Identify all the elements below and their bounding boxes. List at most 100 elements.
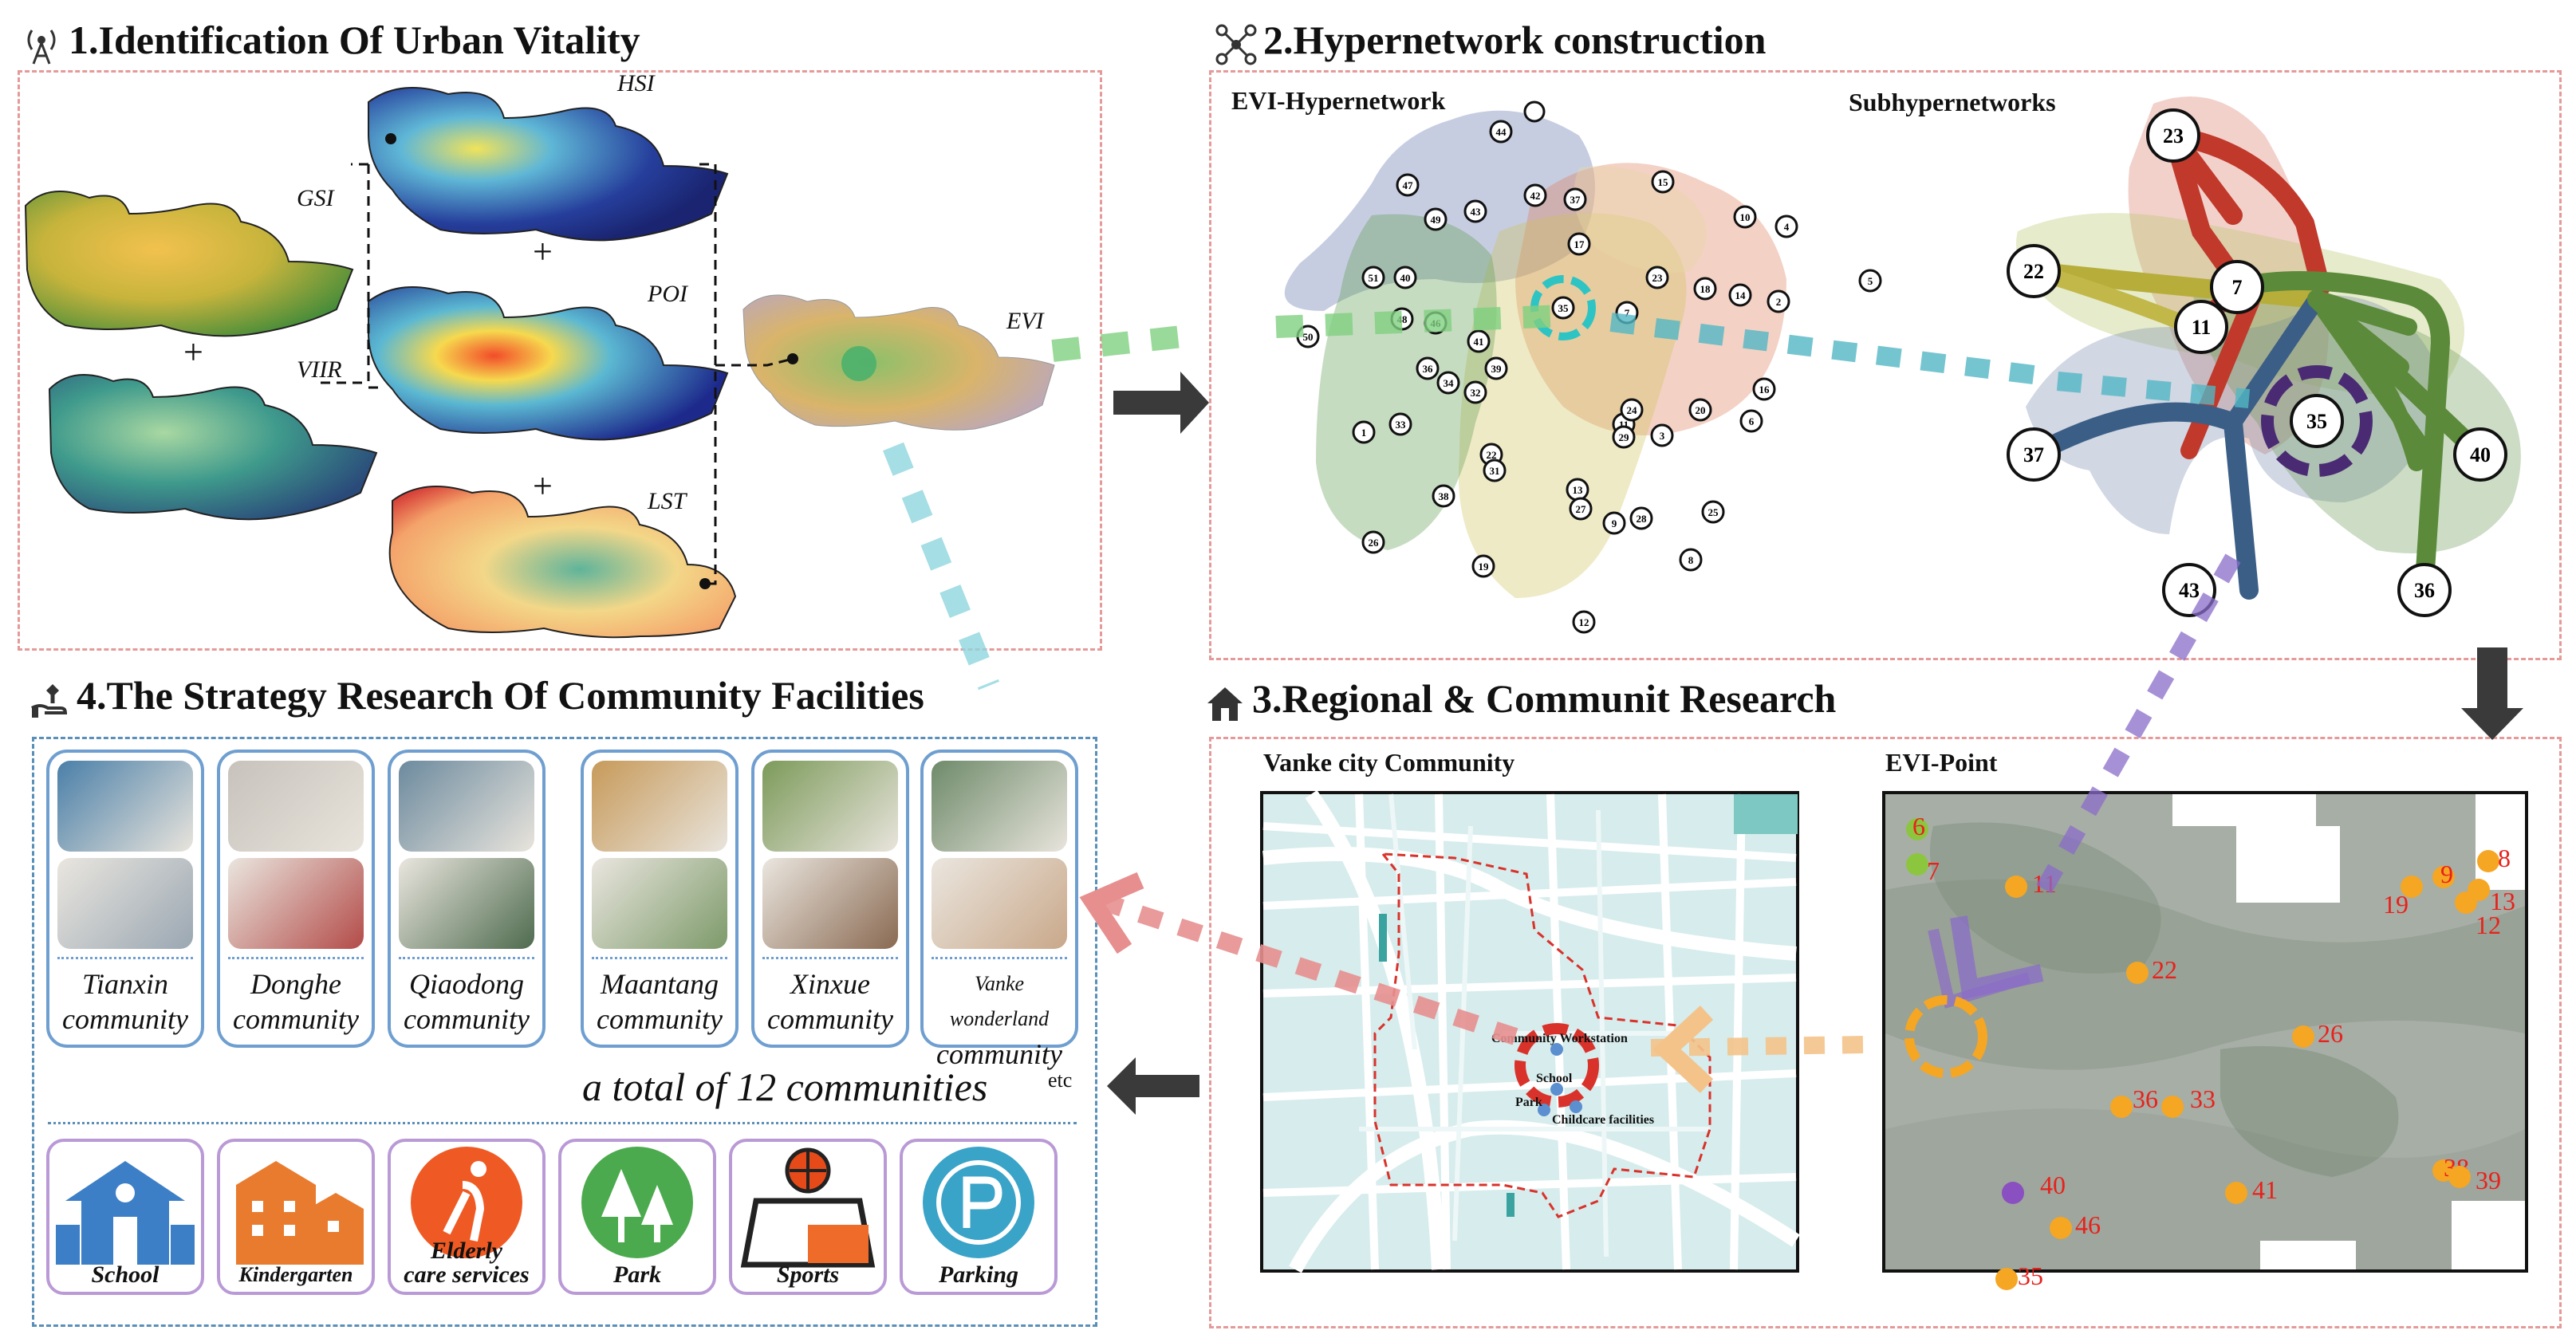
arrow-right-icon [1113, 372, 1209, 434]
vanke-community-map: Community Workstation School Park Childc… [1260, 789, 1800, 1273]
evi-point-label: 46 [2075, 1210, 2101, 1239]
evi-node-label: 22 [1487, 449, 1497, 461]
evi-point-label: 19 [2383, 890, 2409, 919]
evi-point-label: 12 [2476, 911, 2501, 939]
evi-node-label: 39 [1491, 363, 1503, 375]
parking-icon [903, 1145, 1054, 1269]
poi-label: POI [648, 281, 687, 307]
sub-node-11: 11 [2174, 300, 2228, 354]
sub-node-label: 35 [2306, 410, 2327, 433]
community-photo [592, 858, 727, 949]
evi-point-46 [2050, 1217, 2072, 1239]
facility-label: Parking [938, 1261, 1019, 1288]
evi-node-8: 8 [1679, 548, 1703, 572]
satellite-texture [1885, 794, 2525, 1269]
facility-label: School [91, 1261, 160, 1288]
evi-node-label: 26 [1369, 537, 1380, 549]
evi-node-label: 25 [1708, 506, 1719, 518]
evi-node-label: 8 [1688, 554, 1694, 566]
school-marker-label: School [1536, 1072, 1573, 1085]
evi-node-14: 14 [1728, 283, 1752, 307]
sub-node-23: 23 [2146, 108, 2200, 163]
community-name-line-1: Xinxue [790, 968, 870, 1000]
evi-point-12 [2455, 891, 2477, 914]
sub-node-label: 40 [2470, 443, 2491, 466]
evi-node-25: 25 [1701, 500, 1725, 524]
evi-node-10: 10 [1733, 205, 1757, 229]
facility-park[interactable]: Park [558, 1139, 716, 1295]
section-4-title: 4.The Strategy Research Of Community Fac… [29, 673, 924, 721]
evi-node-label: 2 [1776, 296, 1782, 308]
evi-point-label: 39 [2476, 1166, 2501, 1194]
facility-school[interactable]: School [46, 1139, 204, 1295]
community-name-line-2: community [767, 1003, 893, 1035]
evi-node-41: 41 [1467, 329, 1491, 353]
evi-node-40: 40 [1393, 266, 1417, 289]
evi-node-label: 35 [1558, 302, 1570, 314]
evi-node-label: 13 [1573, 484, 1584, 496]
evi-node-37: 37 [1563, 187, 1587, 211]
evi-point-label: 9 [2440, 860, 2453, 888]
sub-node-label: 23 [2163, 124, 2184, 148]
evi-node-19: 19 [1471, 554, 1495, 578]
evi-node-51: 51 [1361, 266, 1385, 289]
evi-node-18: 18 [1693, 277, 1717, 301]
community-photo [592, 761, 727, 852]
facility-sports[interactable]: Sports [729, 1139, 887, 1295]
communities-separator [48, 1122, 1077, 1124]
evi-node-29: 29 [1612, 425, 1636, 449]
evi-node-label: 24 [1627, 404, 1638, 416]
evi-node-label: 16 [1759, 384, 1771, 396]
home-icon [1207, 687, 1243, 721]
section-1-frame [18, 70, 1102, 651]
evi-node-label: 3 [1660, 430, 1665, 442]
urban-vitality-maps [24, 87, 1055, 639]
childcare-marker-label: Childcare facilities [1552, 1113, 1655, 1127]
evi-point-label: 40 [2040, 1171, 2066, 1199]
facility-kindergarten[interactable]: Kindergarten [217, 1139, 375, 1295]
facility-label: Sports [776, 1261, 840, 1288]
evi-node-label: 31 [1490, 465, 1500, 477]
evi-point-6 [1906, 818, 1928, 840]
evi-node-4: 4 [1774, 214, 1798, 238]
community-photo [762, 761, 898, 852]
vanke-community-label: Vanke city Community [1263, 748, 1515, 777]
evi-node-17: 17 [1567, 232, 1591, 256]
section-3-title: 3.Regional & Communit Research [1204, 676, 1836, 724]
evi-point-36 [2110, 1096, 2133, 1118]
evi-node-label: 17 [1574, 238, 1585, 250]
community-name-line-1: Vanke wonderland [949, 972, 1050, 1030]
facility-parking[interactable]: Parking [900, 1139, 1058, 1295]
gsi-label: GSI [297, 185, 334, 211]
evi-node-33: 33 [1388, 412, 1412, 436]
evi-node-23: 23 [1645, 266, 1669, 289]
sub-node-37: 37 [2007, 427, 2061, 482]
community-name-line-2: community [233, 1003, 359, 1035]
plus-sign-2: + [533, 232, 553, 271]
evi-node-38: 38 [1432, 484, 1455, 508]
viir-label: VIIR [297, 356, 342, 383]
evi-point-8 [2477, 850, 2499, 872]
hsi-label: HSI [617, 70, 655, 96]
sports-icon [732, 1145, 884, 1269]
evi-node-12: 12 [1572, 610, 1596, 634]
community-name-line-2: community [404, 1003, 530, 1035]
community-name-line-1: Qiaodong [409, 968, 524, 1000]
sub-node-label: 43 [2179, 579, 2200, 602]
evi-point-label: 36 [2133, 1084, 2158, 1113]
evi-node-label: 1 [1361, 427, 1367, 439]
evi-node-label: 36 [1423, 363, 1434, 375]
facility-label: Kindergarten [238, 1263, 353, 1286]
evi-point-19 [2401, 876, 2423, 898]
